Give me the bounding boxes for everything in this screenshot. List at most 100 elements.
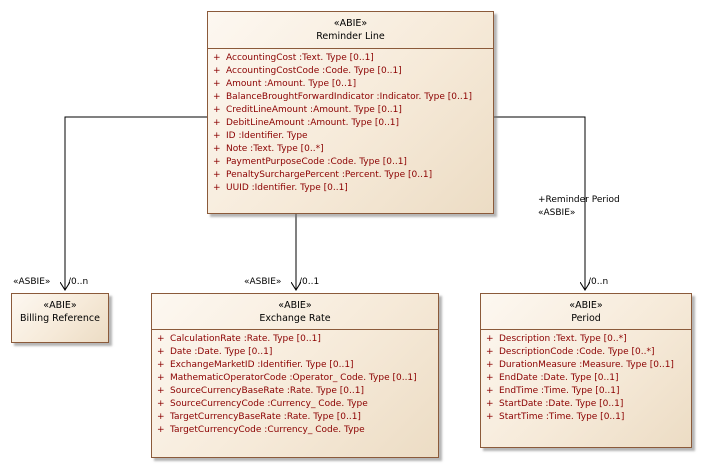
- association-stereotype-period: «ASBIE»: [538, 208, 576, 218]
- attribute-compartment: +Description :Text. Type [0..*]+Descript…: [481, 329, 691, 424]
- visibility-marker: +: [486, 412, 494, 422]
- attribute-row[interactable]: + TargetCurrencyCode :Currency_ Code. Typ…: [152, 424, 438, 437]
- class-header: «ABIE» Period: [481, 294, 691, 324]
- attribute-row[interactable]: +Description :Text. Type [0..*]: [481, 333, 691, 346]
- attribute-row[interactable]: + PenaltySurchargePercent :Percent. Type …: [208, 169, 493, 182]
- attribute-text: ExchangeMarketID :Identifier. Type [0..1…: [170, 360, 354, 370]
- attribute-text: CreditLineAmount :Amount. Type [0..1]: [226, 105, 402, 115]
- attribute-row[interactable]: + Amount :Amount. Type [0..1]: [208, 78, 493, 91]
- class-name: Exchange Rate: [259, 313, 331, 324]
- attribute-text: TargetCurrencyBaseRate :Rate. Type [0..1…: [170, 412, 361, 422]
- attribute-row[interactable]: + Note :Text. Type [0..*]: [208, 143, 493, 156]
- visibility-marker: +: [213, 118, 221, 128]
- attribute-row[interactable]: +ExchangeMarketID :Identifier. Type [0..…: [152, 359, 438, 372]
- attribute-row[interactable]: + AccountingCost :Text. Type [0..1]: [208, 52, 493, 65]
- attribute-text: SourceCurrencyCode :Currency_ Code. Type: [170, 399, 368, 409]
- visibility-marker: +: [157, 412, 165, 422]
- attribute-row[interactable]: +Date :Date. Type [0..1]: [152, 346, 438, 359]
- attribute-text: SourceCurrencyBaseRate :Rate. Type [0..1…: [170, 386, 364, 396]
- visibility-marker: +: [157, 334, 165, 344]
- visibility-marker: +: [486, 360, 494, 370]
- visibility-marker: +: [213, 66, 221, 76]
- attribute-text: Note :Text. Type [0..*]: [226, 144, 324, 154]
- class-header: «ABIE» Billing Reference: [12, 294, 108, 324]
- attribute-text: CalculationRate :Rate. Type [0..1]: [170, 334, 321, 344]
- multiplicity-value: 0..n: [71, 277, 89, 287]
- attribute-text: AccountingCostCode :Code. Type [0..1]: [226, 66, 402, 76]
- multiplicity-period: /0..n: [588, 277, 609, 287]
- attribute-row[interactable]: +MathematicOperatorCode :Operator_ Code.…: [152, 372, 438, 385]
- attribute-row[interactable]: + CreditLineAmount :Amount. Type [0..1]: [208, 104, 493, 117]
- attribute-text: MathematicOperatorCode :Operator_ Code. …: [170, 373, 417, 383]
- visibility-marker: +: [157, 399, 165, 409]
- class-period[interactable]: «ABIE» Period +Description :Text. Type […: [480, 293, 692, 448]
- attribute-row[interactable]: + AccountingCostCode :Code. Type [0..1]: [208, 65, 493, 78]
- attribute-row[interactable]: + EndTime :Time. Type [0..1]: [481, 385, 691, 398]
- stereotype-label: «ABIE»: [43, 300, 77, 311]
- attribute-text: UUID :Identifier. Type [0..1]: [226, 183, 348, 193]
- multiplicity-value: 0..n: [591, 277, 609, 287]
- attribute-text: ID :Identifier. Type: [226, 131, 308, 141]
- attribute-text: EndTime :Time. Type [0..1]: [499, 386, 620, 396]
- attribute-row[interactable]: + SourceCurrencyBaseRate :Rate. Type [0..…: [152, 385, 438, 398]
- attribute-text: DescriptionCode :Code. Type [0..*]: [499, 347, 655, 357]
- attribute-compartment: + CalculationRate :Rate. Type [0..1] +Date…: [152, 329, 438, 437]
- attribute-text: Amount :Amount. Type [0..1]: [226, 79, 357, 89]
- visibility-marker: +: [486, 347, 494, 357]
- association-period[interactable]: [493, 116, 585, 290]
- attribute-text: BalanceBroughtForwardIndicator :Indicato…: [226, 92, 472, 102]
- stereotype-label: «ABIE»: [569, 300, 603, 311]
- attribute-text: AccountingCost :Text. Type [0..1]: [226, 53, 374, 63]
- association-stereotype-exchange: «ASBIE»: [244, 277, 282, 287]
- attribute-row[interactable]: + TargetCurrencyBaseRate :Rate. Type [0..…: [152, 411, 438, 424]
- attribute-row[interactable]: + BalanceBroughtForwardIndicator :Indicat…: [208, 91, 493, 104]
- class-header: «ABIE» Reminder Line: [208, 12, 493, 42]
- attribute-row[interactable]: +EndDate :Date. Type [0..1]: [481, 372, 691, 385]
- attribute-text: PenaltySurchargePercent :Percent. Type […: [226, 170, 433, 180]
- attribute-row[interactable]: + DurationMeasure :Measure. Type [0..1]: [481, 359, 691, 372]
- multiplicity-exchange: /0..1: [299, 277, 320, 287]
- attribute-text: DebitLineAmount :Amount. Type [0..1]: [226, 118, 400, 128]
- class-exchange-rate[interactable]: «ABIE» Exchange Rate + CalculationRate :R…: [151, 293, 439, 458]
- class-name: Reminder Line: [316, 31, 385, 42]
- multiplicity-value: 0..1: [302, 277, 320, 287]
- visibility-marker: +: [213, 170, 221, 180]
- attribute-row[interactable]: +ID :Identifier. Type: [208, 130, 493, 143]
- attribute-row[interactable]: +PaymentPurposeCode :Code. Type [0..1]: [208, 156, 493, 169]
- class-name: Billing Reference: [20, 313, 100, 324]
- visibility-marker: +: [213, 79, 221, 89]
- class-name: Period: [571, 313, 601, 324]
- attribute-row[interactable]: + StartDate :Date. Type [0..1]: [481, 398, 691, 411]
- attribute-row[interactable]: + DebitLineAmount :Amount. Type [0..1]: [208, 117, 493, 130]
- class-reminder-line[interactable]: «ABIE» Reminder Line + AccountingCost :Te…: [207, 11, 494, 214]
- association-billing-reference[interactable]: [65, 116, 207, 290]
- attribute-text: PaymentPurposeCode :Code. Type [0..1]: [226, 157, 407, 167]
- visibility-marker: +: [157, 347, 165, 357]
- visibility-marker: +: [213, 183, 221, 193]
- attribute-row[interactable]: + StartTime :Time. Type [0..1]: [481, 411, 691, 424]
- class-header: «ABIE» Exchange Rate: [152, 294, 438, 324]
- visibility-marker: +: [213, 53, 221, 63]
- visibility-marker: +: [157, 386, 165, 396]
- association-role-period: +Reminder Period: [538, 195, 620, 205]
- attribute-text: DurationMeasure :Measure. Type [0..1]: [499, 360, 674, 370]
- visibility-marker: +: [213, 105, 221, 115]
- attribute-row[interactable]: + CalculationRate :Rate. Type [0..1]: [152, 333, 438, 346]
- attribute-row[interactable]: + DescriptionCode :Code. Type [0..*]: [481, 346, 691, 359]
- class-billing-reference[interactable]: «ABIE» Billing Reference: [11, 293, 109, 343]
- visibility-marker: +: [213, 92, 221, 102]
- attribute-compartment: + AccountingCost :Text. Type [0..1] + Accou…: [208, 48, 493, 195]
- visibility-marker: +: [486, 399, 494, 409]
- visibility-marker: +: [486, 386, 494, 396]
- stereotype-label: «ABIE»: [333, 18, 368, 29]
- visibility-marker: +: [213, 144, 221, 154]
- attribute-text: StartDate :Date. Type [0..1]: [499, 399, 624, 409]
- attribute-text: StartTime :Time. Type [0..1]: [499, 412, 625, 422]
- visibility-marker: +: [157, 425, 165, 435]
- visibility-marker: +: [486, 334, 494, 344]
- visibility-marker: +: [486, 373, 494, 383]
- attribute-row[interactable]: + UUID :Identifier. Type [0..1]: [208, 182, 493, 195]
- attribute-text: TargetCurrencyCode :Currency_ Code. Type: [170, 425, 365, 435]
- attribute-row[interactable]: + SourceCurrencyCode :Currency_ Code. Typ…: [152, 398, 438, 411]
